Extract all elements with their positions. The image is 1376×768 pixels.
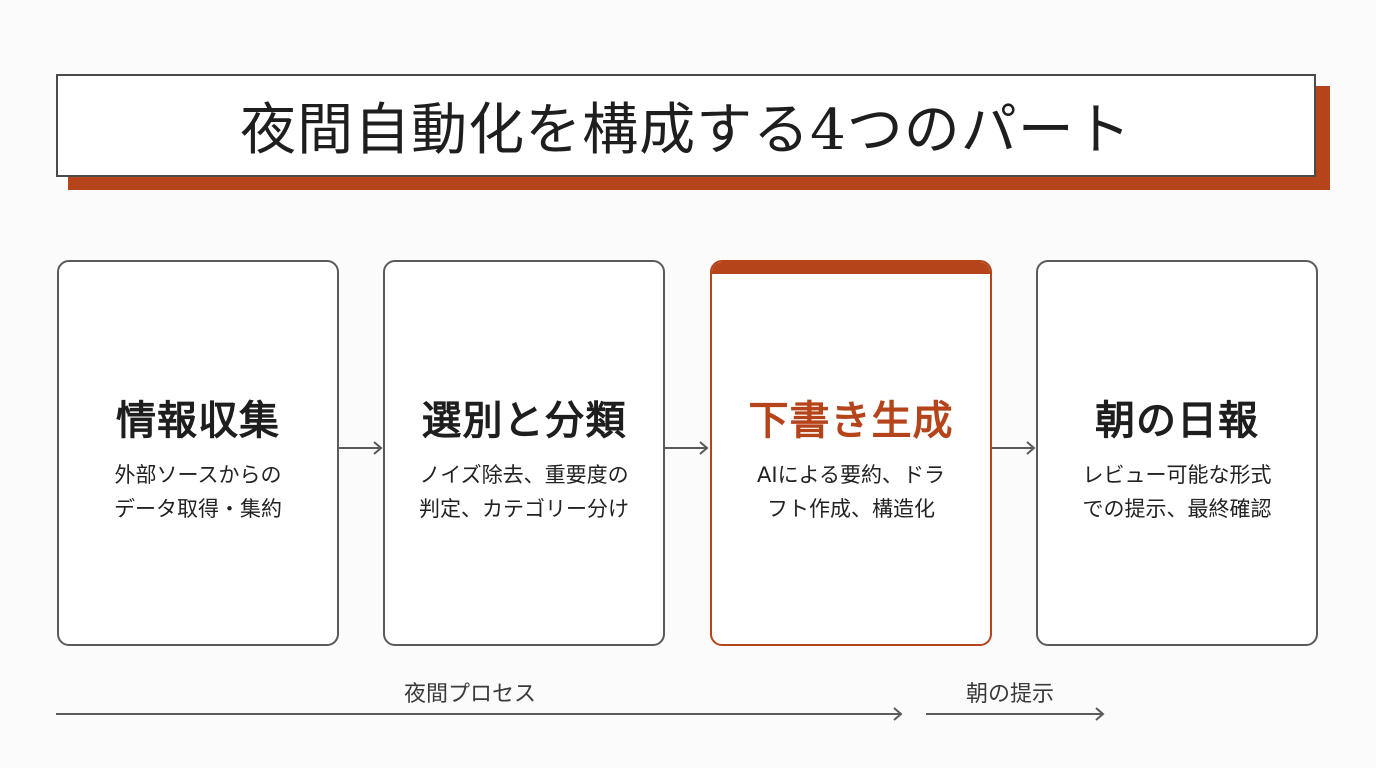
- arrow-right-icon: [992, 441, 1036, 455]
- step-desc-line: レビュー可能な形式: [1082, 463, 1272, 487]
- arrow-right-icon: [665, 441, 709, 455]
- step-description: 外部ソースからの データ取得・集約: [59, 458, 337, 526]
- step-desc-line: フト作成、構造化: [767, 497, 935, 521]
- page-title: 夜間自動化を構成する4つのパート: [240, 98, 1132, 163]
- step-desc-line: 外部ソースからの: [114, 463, 282, 487]
- step-card-collect: 情報収集 外部ソースからの データ取得・集約: [57, 260, 339, 646]
- step-title: 下書き生成: [748, 398, 954, 444]
- step-title: 選別と分類: [421, 398, 627, 444]
- step-desc-line: ノイズ除去、重要度の: [419, 463, 629, 487]
- step-desc-line: AIによる要約、ドラ: [757, 463, 945, 487]
- step-description: ノイズ除去、重要度の 判定、カテゴリー分け: [385, 458, 663, 526]
- phase-label-morning: 朝の提示: [966, 682, 1055, 707]
- step-desc-line: での提示、最終確認: [1082, 497, 1272, 521]
- morning-arrow-icon: [926, 707, 1105, 721]
- step-title: 情報収集: [116, 398, 280, 444]
- step-description: AIによる要約、ドラ フト作成、構造化: [712, 458, 990, 526]
- step-desc-line: 判定、カテゴリー分け: [419, 497, 629, 521]
- title-banner: 夜間自動化を構成する4つのパート: [56, 74, 1316, 177]
- step-card-report: 朝の日報 レビュー可能な形式 での提示、最終確認: [1036, 260, 1318, 646]
- highlight-bar: [712, 262, 990, 274]
- step-desc-line: データ取得・集約: [114, 497, 282, 521]
- step-description: レビュー可能な形式 での提示、最終確認: [1038, 458, 1316, 526]
- night-process-arrow-icon: [56, 707, 903, 721]
- step-card-draft: 下書き生成 AIによる要約、ドラ フト作成、構造化: [710, 260, 992, 646]
- phase-label-night: 夜間プロセス: [404, 682, 537, 707]
- step-card-filter: 選別と分類 ノイズ除去、重要度の 判定、カテゴリー分け: [383, 260, 665, 646]
- arrow-right-icon: [339, 441, 383, 455]
- step-title: 朝の日報: [1095, 398, 1259, 444]
